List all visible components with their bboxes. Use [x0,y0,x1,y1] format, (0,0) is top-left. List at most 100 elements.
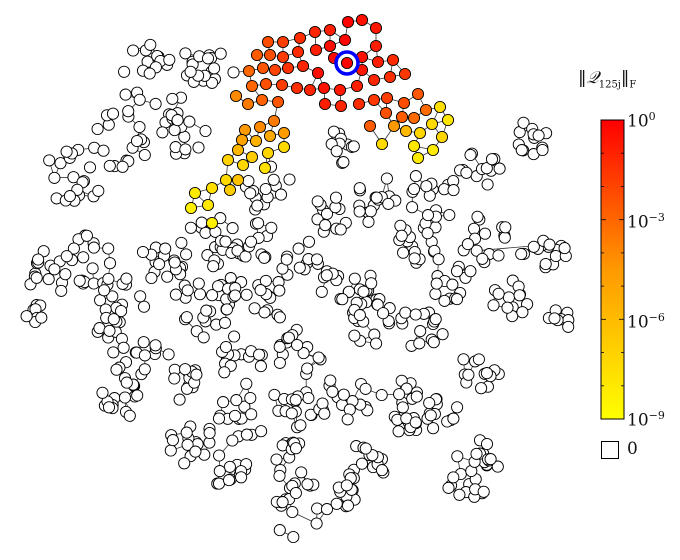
graph-node-colored [235,133,249,147]
graph-node-colored [236,158,250,172]
graph-node [543,238,556,251]
graph-node [407,182,421,196]
graph-node [447,184,460,197]
graph-node [399,306,412,319]
graph-node [253,348,266,361]
graph-node [364,205,377,218]
graph-node-colored [245,150,259,164]
graph-node [102,272,115,285]
graph-node-colored [375,137,389,151]
graph-node [134,290,147,303]
graph-node [207,260,220,273]
graph-node [487,299,500,312]
graph-node-colored [231,173,245,187]
graph-node [161,270,174,283]
colorbar-tick-label: 10−3 [627,211,665,233]
graph-node [181,284,194,297]
graph-node [340,479,353,492]
graph-node [394,219,407,232]
graph-node [409,416,422,429]
graph-node [117,341,130,354]
graph-node [130,134,144,148]
graph-node [60,145,73,158]
graph-node [273,469,286,482]
graph-node [197,331,210,344]
graph-node [206,289,219,302]
graph-node [98,284,111,297]
graph-node [32,253,45,266]
graph-node [280,253,293,266]
graph-node [336,293,349,306]
graph-node [515,247,528,261]
graph-node-colored [271,95,285,109]
graph-node [239,250,252,263]
graph-node [536,143,549,157]
graph-node [318,407,331,420]
graph-node [475,382,488,395]
graph-node [467,222,481,235]
graph-node-colored [303,83,317,97]
graph-node [301,362,314,375]
graph-node [397,246,410,259]
graph-node-colored [369,21,383,35]
graph-node [304,408,317,421]
graph-node [432,253,445,266]
graph-node [375,464,389,477]
graph-node [54,157,67,170]
graph-node [343,403,356,416]
graph-node [289,486,302,500]
graph-node [48,263,61,276]
graph-node [348,272,361,285]
graph-node [470,244,483,257]
graph-node [283,173,296,186]
graph-node [302,391,315,405]
graph-node [370,337,383,350]
graph-node [329,191,343,204]
graph-node-colored [371,55,385,69]
graph-node [222,474,236,487]
graph-node-colored [367,73,381,87]
graph-node [55,284,68,297]
graph-node [443,208,456,222]
graph-node [103,159,116,172]
graph-node [273,311,286,324]
graph-node [273,284,286,297]
graph-node [424,409,437,422]
graph-node [199,124,212,138]
graph-node [370,191,383,204]
graph-node [301,478,314,491]
graph-node [137,336,150,349]
graph-node [227,66,240,79]
graph-node [242,174,255,188]
graph-node [212,412,226,425]
graph-node-colored [188,186,202,200]
graph-node-colored [219,173,233,187]
graph-node-colored [395,110,409,124]
graph-node [171,114,184,127]
graph-node [169,288,182,301]
graph-node [471,210,484,223]
graph-node [470,447,483,460]
graph-node [517,116,530,129]
graph-node [259,274,272,287]
graph-node [267,173,280,186]
graph-node [240,428,253,441]
graph-node [63,190,76,203]
graph-node [462,368,475,381]
graph-node [184,65,197,78]
graph-node [138,349,151,362]
graph-node-colored [411,87,425,101]
graph-node [516,306,529,319]
graph-node-colored [413,126,427,140]
graph-node-colored [231,143,245,157]
colorbar-tick-label: 100 [627,110,656,132]
graph-node [265,221,278,234]
graph-node [166,434,179,447]
graph-node [168,256,181,269]
graph-node [107,313,120,326]
graph-node [450,293,464,306]
graph-node [35,311,48,324]
graph-node [492,249,505,262]
graph-node [179,47,192,60]
graph-node [409,308,422,321]
